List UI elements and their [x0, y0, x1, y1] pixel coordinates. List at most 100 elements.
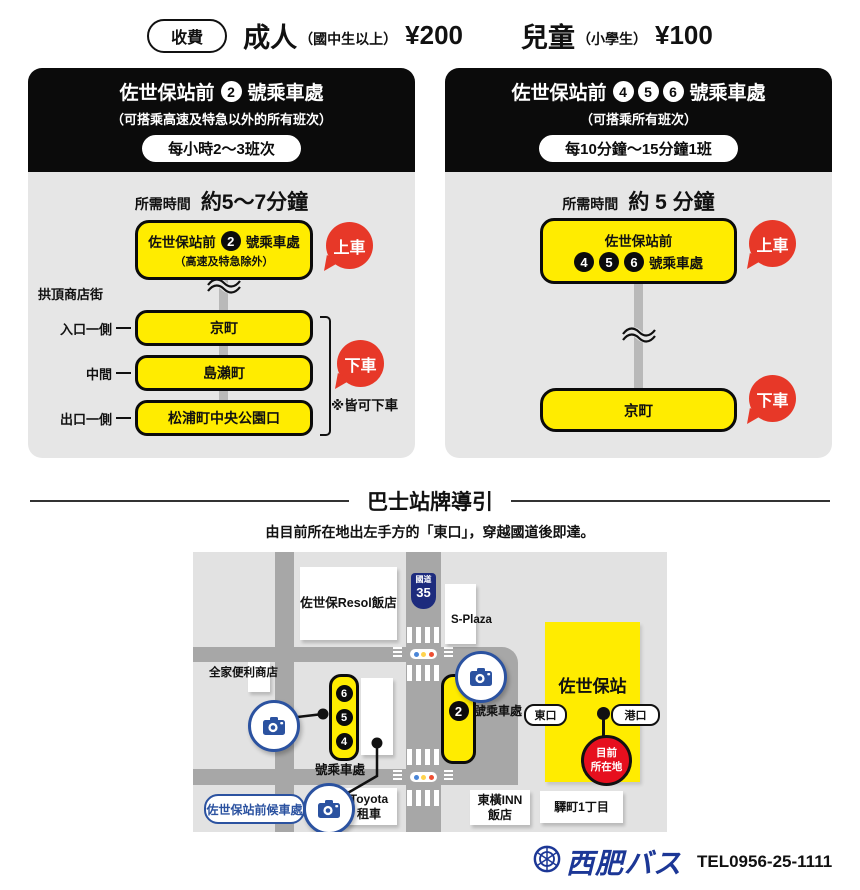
- saihi-bus-emblem-icon: [533, 845, 561, 873]
- building-label: 驛町1丁目: [554, 799, 609, 814]
- route-badge-label: 國道: [415, 575, 432, 584]
- stop-654-label: 號乘車處: [315, 763, 366, 777]
- stop-line-marks: [444, 647, 453, 657]
- adult-fare-price: ¥200: [405, 20, 463, 50]
- alight-bubble: 下車: [337, 340, 384, 387]
- boarding-stop-note: （高速及特急除外）: [174, 256, 274, 268]
- building-label-familymart: 全家便利商店: [209, 667, 278, 679]
- saihi-bus-logo: 西肥バス: [566, 848, 683, 879]
- arcade-street-label: 拱頂商店街: [38, 287, 104, 302]
- road-horizontal-upper: [193, 647, 441, 662]
- crosswalk: [407, 665, 439, 681]
- guide-section-header: 巴士站牌導引: [30, 486, 830, 516]
- panel-stops-456-title: 佐世保站前 4 5 6 號乘車處: [511, 78, 766, 105]
- location-anchor-line: [602, 718, 605, 740]
- dash: [116, 371, 131, 375]
- stop-row-shimanose: 中間 島瀨町: [28, 355, 313, 391]
- child-fare: 兒童 （小學生） ¥100: [521, 16, 713, 55]
- camera-icon[interactable]: [248, 700, 300, 752]
- stop-number-6-icon: 6: [662, 81, 684, 102]
- divider-line: [30, 499, 349, 503]
- child-fare-label: 兒童: [521, 23, 575, 53]
- stop-number-4-icon: 4: [574, 252, 594, 272]
- stop-number-4-icon: 4: [612, 81, 634, 102]
- alight-bracket: [320, 316, 331, 436]
- time-label: 所需時間: [134, 196, 191, 212]
- current-location-line2: 所在地: [590, 760, 623, 773]
- stop-number-2-icon: 2: [220, 81, 242, 102]
- crosswalk: [407, 790, 439, 806]
- camera-icon[interactable]: [303, 783, 355, 832]
- route-break-icon: [206, 278, 242, 294]
- frequency-pill: 每小時2〜3班次: [142, 135, 301, 162]
- stop-position-label: 入口一側: [59, 321, 112, 337]
- title-suffix: 號乘車處: [689, 83, 766, 104]
- telephone-number: TEL0956-25-1111: [697, 852, 833, 871]
- panel-stop-2-subtitle: （可搭乘高速及特急以外的所有班次）: [110, 112, 332, 127]
- panel-stops-456-header: 佐世保站前 4 5 6 號乘車處 （可搭乘所有班次） 每10分鐘〜15分鐘1班: [445, 68, 832, 172]
- boarding-stop-line: 佐世保站前 2 號乘車處: [148, 231, 300, 251]
- fare-header: 收費 成人 （國中生以上） ¥200 兒童 （小學生） ¥100: [0, 16, 860, 55]
- title-suffix: 號乘車處: [247, 83, 324, 104]
- crosswalk: [407, 627, 439, 643]
- dash: [116, 326, 131, 330]
- title-prefix: 佐世保站前: [511, 83, 607, 104]
- guide-description: 由目前所在地出左手方的「東口」，穿越國道後即達。: [265, 524, 595, 540]
- stop-number-5-icon: 5: [637, 81, 659, 102]
- adult-fare-note: （國中生以上）: [299, 30, 398, 47]
- stop-numbers: 4 5 6: [612, 81, 684, 102]
- boarding-stop-prefix: 佐世保站前: [148, 235, 216, 250]
- stop-number-5-icon: 5: [335, 709, 353, 726]
- frequency-pill: 每10分鐘〜15分鐘1班: [539, 135, 738, 162]
- camera-icon[interactable]: [455, 651, 507, 703]
- stop-number-6-icon: 6: [624, 252, 644, 272]
- bus-stop-654-pill: 6 5 4: [329, 674, 359, 761]
- traffic-light-icon: [410, 772, 437, 782]
- alight-note: ※皆可下車: [331, 398, 399, 413]
- child-fare-note: （小學生）: [577, 30, 647, 47]
- panel-stops-456-subtitle: （可搭乘所有班次）: [579, 112, 697, 127]
- boarding-stop-line1: 佐世保站前: [604, 234, 673, 249]
- route-break-icon: [621, 327, 657, 343]
- stop-position-label: 出口一側: [59, 411, 112, 427]
- panel-stops-456-body: 所需時間 約 5 分鐘 佐世保站前 4 5 6 號乘車處 上車 京町 下車: [445, 172, 832, 458]
- boarding-stop-box: 佐世保站前 4 5 6 號乘車處: [540, 218, 737, 284]
- stop-number-2-icon: 2: [448, 701, 469, 721]
- stop-2-label: 號乘車處: [474, 704, 523, 718]
- stop-number-5-icon: 5: [599, 252, 619, 272]
- panel-stop-2-body: 所需時間 約5〜7分鐘 佐世保站前 2 號乘車處 （高速及特急除外） 上車 拱頂…: [28, 172, 415, 458]
- building-resol-hotel: 佐世保Resol飯店: [300, 567, 397, 640]
- building-splaza: [445, 584, 476, 644]
- alight-bubble: 下車: [749, 375, 796, 422]
- stop-number-6-icon: 6: [335, 685, 353, 702]
- board-bubble: 上車: [326, 222, 373, 269]
- child-fare-price: ¥100: [655, 20, 713, 50]
- boarding-stop-line2: 4 5 6 號乘車處: [574, 252, 703, 272]
- adult-fare: 成人 （國中生以上） ¥200: [243, 16, 463, 55]
- stop-number-2-icon: 2: [220, 231, 241, 251]
- crosswalk: [407, 749, 439, 765]
- alight-stop-box: 京町: [540, 388, 737, 432]
- building-familymart: [248, 662, 270, 692]
- stop-row-matsuura: 出口一側 松浦町中央公園口: [28, 400, 313, 436]
- boarding-stop-suffix: 號乘車處: [245, 235, 300, 250]
- current-location-marker: 目前 所在地: [581, 735, 632, 786]
- waiting-area-pill: 佐世保站前候車處: [204, 794, 305, 824]
- route-badge-number: 35: [416, 585, 431, 600]
- panel-stop-2-header: 佐世保站前 2 號乘車處 （可搭乘高速及特急以外的所有班次） 每小時2〜3班次: [28, 68, 415, 172]
- stop-line-marks: [444, 770, 453, 780]
- stop-box: 島瀨町: [135, 355, 313, 391]
- building-ekimachi: 驛町1丁目: [540, 791, 623, 823]
- station-name: 佐世保站: [558, 677, 627, 696]
- fare-badge: 收費: [147, 18, 228, 53]
- stop-line-marks: [393, 770, 402, 780]
- stop-box: 松浦町中央公園口: [135, 400, 313, 436]
- time-label: 所需時間: [562, 196, 619, 212]
- route-line: [219, 276, 228, 428]
- time-value: 約 5 分鐘: [628, 191, 715, 214]
- boarding-stop-box: 佐世保站前 2 號乘車處 （高速及特急除外）: [135, 220, 313, 280]
- building-label-splaza: S-Plaza: [451, 614, 492, 626]
